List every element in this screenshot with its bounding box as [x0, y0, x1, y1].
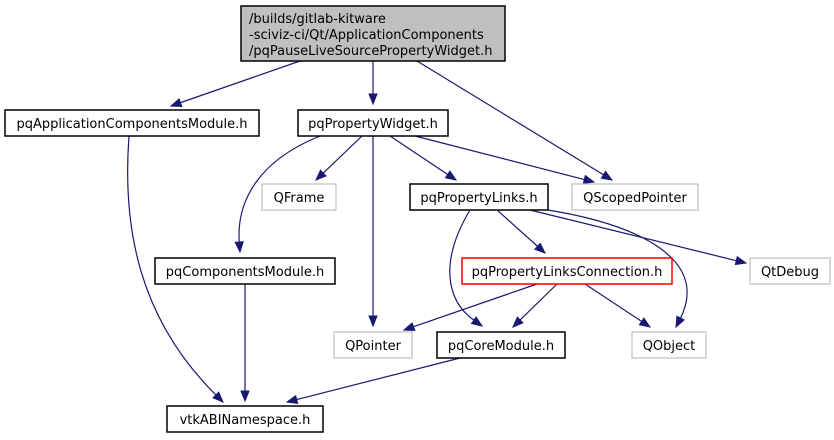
- node-label: pqPropertyWidget.h: [308, 117, 438, 132]
- node-label: QObject: [643, 339, 696, 354]
- node-box: [631, 331, 707, 359]
- arrowhead-icon: [285, 394, 299, 405]
- edge-coremodule-to-vtkabi: [285, 357, 461, 405]
- edge-line: [547, 209, 688, 320]
- node-label: pqComponentsModule.h: [166, 265, 324, 280]
- node-label: pqCoreModule.h: [448, 339, 554, 354]
- arrowhead-icon: [234, 241, 244, 254]
- node-label: pqApplicationComponentsModule.h: [16, 117, 247, 132]
- arrowhead-icon: [470, 316, 484, 327]
- node-label: pqPropertyLinksConnection.h: [472, 265, 663, 280]
- edge-proplinks-to-plconn: [496, 209, 547, 254]
- edge-line: [412, 283, 538, 328]
- node-label: pqPropertyLinks.h: [420, 191, 537, 206]
- node-box: [240, 5, 506, 62]
- arrowhead-icon: [582, 174, 596, 184]
- arrowhead-icon: [638, 317, 652, 328]
- node-label: QtDebug: [761, 265, 819, 280]
- node-qframe[interactable]: QFrame: [261, 183, 337, 211]
- node-label: QFrame: [274, 191, 325, 206]
- edge-plconn-to-coremodule: [512, 283, 558, 328]
- node-appcomp[interactable]: pqApplicationComponentsModule.h: [4, 109, 260, 137]
- edge-line: [238, 135, 321, 244]
- arrowhead-icon: [512, 316, 524, 328]
- node-box: [297, 109, 449, 137]
- arrowhead-icon: [734, 255, 748, 266]
- edge-line: [449, 209, 475, 322]
- edge-appcomp-to-vtkabi: [127, 135, 224, 403]
- node-coremodule[interactable]: pqCoreModule.h: [436, 331, 566, 359]
- node-box: [409, 183, 549, 211]
- edge-compmodule-to-vtkabi: [240, 284, 250, 403]
- node-qscoped[interactable]: QScopedPointer: [571, 183, 699, 211]
- arrowhead-icon: [675, 315, 685, 329]
- edge-line: [496, 209, 539, 248]
- node-box: [261, 183, 337, 211]
- node-label: vtkABINamespace.h: [180, 413, 311, 428]
- node-box: [4, 109, 260, 137]
- edge-root-to-qscoped: [416, 60, 614, 181]
- node-qobject[interactable]: QObject: [631, 331, 707, 359]
- node-box: [749, 257, 831, 285]
- node-box: [166, 405, 324, 433]
- edge-plconn-to-qobject: [584, 283, 652, 328]
- arrowhead-icon: [600, 170, 614, 181]
- edge-propwidget-to-qpointer: [368, 136, 378, 328]
- node-label: /builds/gitlab-kitware: [249, 12, 386, 27]
- edge-line: [529, 209, 738, 262]
- node-label: QScopedPointer: [583, 191, 687, 206]
- edge-propwidget-to-qscoped: [414, 135, 596, 184]
- arrowhead-icon: [534, 242, 547, 254]
- edge-line: [416, 60, 605, 176]
- node-plconn[interactable]: pqPropertyLinksConnection.h: [461, 257, 673, 285]
- arrowhead-icon: [444, 170, 458, 181]
- edge-proplinks-to-qtdebug: [529, 209, 748, 266]
- edge-plconn-to-qpointer: [402, 283, 538, 332]
- edge-line: [295, 357, 461, 401]
- node-box: [571, 183, 699, 211]
- node-propwidget[interactable]: pqPropertyWidget.h: [297, 109, 449, 137]
- edge-line: [389, 135, 449, 176]
- node-box: [333, 331, 413, 359]
- edge-root-to-appcomp: [169, 60, 301, 108]
- edge-proplinks-to-coremodule: [449, 209, 484, 327]
- arrowhead-icon: [169, 98, 183, 108]
- edge-propwidget-to-compmodule: [234, 135, 321, 254]
- node-root: /builds/gitlab-kitware-sciviz-ci/Qt/Appl…: [240, 5, 506, 62]
- node-label: /pqPauseLiveSourcePropertyWidget.h: [249, 44, 492, 59]
- node-label: QPointer: [345, 339, 402, 354]
- node-box: [436, 331, 566, 359]
- edge-line: [322, 135, 363, 175]
- edge-proplinks-to-qobject: [547, 209, 688, 329]
- edge-line: [584, 283, 643, 323]
- arrowhead-icon: [402, 322, 416, 332]
- edge-propwidget-to-qframe: [315, 135, 363, 181]
- nodes-layer: /builds/gitlab-kitware-sciviz-ci/Qt/Appl…: [4, 5, 831, 433]
- node-label: -sciviz-ci/Qt/ApplicationComponents: [249, 28, 484, 43]
- node-box: [154, 257, 336, 285]
- arrowhead-icon: [368, 315, 378, 328]
- edge-line: [414, 135, 586, 181]
- arrowhead-icon: [212, 391, 224, 403]
- edge-line: [127, 135, 218, 397]
- node-box: [461, 257, 673, 285]
- node-qpointer[interactable]: QPointer: [333, 331, 413, 359]
- edges-layer: [127, 60, 748, 405]
- node-proplinks[interactable]: pqPropertyLinks.h: [409, 183, 549, 211]
- node-compmodule[interactable]: pqComponentsModule.h: [154, 257, 336, 285]
- arrowhead-icon: [368, 93, 378, 106]
- node-vtkabi[interactable]: vtkABINamespace.h: [166, 405, 324, 433]
- arrowhead-icon: [240, 390, 250, 403]
- edge-propwidget-to-proplinks: [389, 135, 458, 181]
- edge-line: [518, 283, 558, 322]
- node-qtdebug[interactable]: QtDebug: [749, 257, 831, 285]
- arrowhead-icon: [315, 169, 327, 181]
- edge-line: [179, 60, 301, 104]
- edge-root-to-propwidget: [368, 61, 378, 106]
